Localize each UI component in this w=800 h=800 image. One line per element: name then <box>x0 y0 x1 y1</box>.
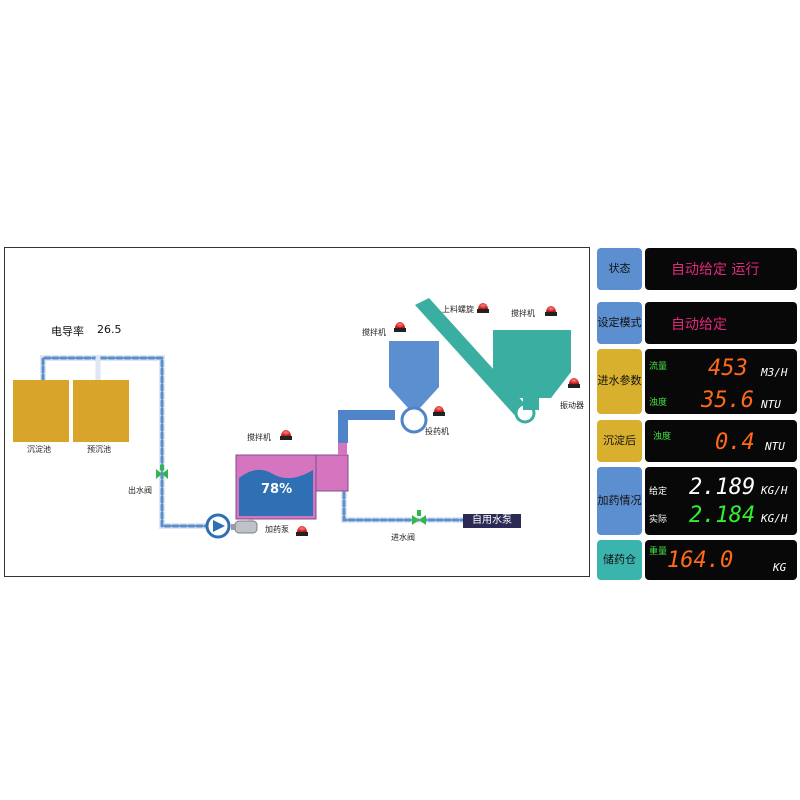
dosing-set-label: 给定 <box>649 487 668 497</box>
storage-weight-label: 重量 <box>649 547 668 557</box>
status-value: 自动给定 运行 <box>671 262 760 278</box>
presettle-tank-label: 预沉池 <box>87 445 111 454</box>
dosing-tag: 加药情况 <box>597 467 642 535</box>
inlet-turbidity-label: 浊度 <box>649 398 668 408</box>
inlet-params-tag: 进水参数 <box>597 349 642 414</box>
dosing-actual-label: 实际 <box>649 515 668 525</box>
alarm-lamp-dosing-pump <box>296 526 308 536</box>
dosing-display: 给定 2.189 KG/H 实际 2.184 KG/H <box>645 467 797 535</box>
mode-value: 自动给定 <box>671 317 727 333</box>
outlet-valve-icon[interactable] <box>156 465 168 479</box>
sediment-tank <box>13 380 69 442</box>
inlet-valve-icon[interactable] <box>412 510 426 525</box>
self-water-pump-button[interactable]: 自用水泵 <box>463 514 521 528</box>
inlet-flow-unit: M3/H <box>761 366 788 379</box>
process-diagram: 电导率 26.5 沉淀池 预沉池 出水阀 搅拌机 加药泵 投药机 搅拌机 上料螺… <box>4 247 590 577</box>
storage-tag: 储药仓 <box>597 540 642 580</box>
dosing-hopper <box>389 341 439 434</box>
alarm-lamp-feed-screw <box>477 303 489 313</box>
settled-turbidity-value: 0.4 <box>715 430 755 455</box>
dosing-actual-unit: KG/H <box>761 512 788 525</box>
pipe-network <box>40 355 466 529</box>
process-schematic <box>13 298 580 539</box>
inlet-valve-label: 进水阀 <box>391 533 415 542</box>
storage-weight-unit: KG <box>773 561 787 574</box>
settled-turbidity-unit: NTU <box>765 440 785 453</box>
dosing-actual-value: 2.184 <box>689 503 756 528</box>
tank-fill-percent: 78% <box>261 482 293 497</box>
dosing-set-value: 2.189 <box>689 475 756 500</box>
status-display: 自动给定 运行 <box>645 248 797 290</box>
conductivity-value: 26.5 <box>97 323 122 336</box>
settled-tag: 沉淀后 <box>597 420 642 462</box>
status-tag: 状态 <box>597 248 642 290</box>
mixing-tank <box>235 443 349 520</box>
settled-display: 浊度 0.4 NTU <box>645 420 797 462</box>
mode-tag: 设定模式 <box>597 302 642 344</box>
mixer-top-label: 搅拌机 <box>362 328 386 337</box>
storage-display: 重量 164.0 KG <box>645 540 797 580</box>
conductivity-label: 电导率 <box>51 325 84 338</box>
inlet-params-display: 流量 453 M3/H 浊度 35.6 NTU <box>645 349 797 414</box>
feed-screw-label: 上料螺旋 <box>442 305 474 314</box>
alarm-lamp-mixer-right <box>545 306 557 316</box>
inlet-turbidity-value: 35.6 <box>701 388 754 413</box>
dosing-set-unit: KG/H <box>761 484 788 497</box>
settled-turbidity-label: 浊度 <box>653 432 672 442</box>
alarm-lamp-vibrator <box>568 378 580 388</box>
storage-hopper <box>493 330 571 410</box>
dosing-pump-label: 加药泵 <box>265 525 289 534</box>
mixer-left-label: 搅拌机 <box>247 433 271 442</box>
inlet-flow-label: 流量 <box>649 362 668 372</box>
inlet-turbidity-unit: NTU <box>761 398 781 411</box>
dosing-pump-icon[interactable] <box>231 520 258 534</box>
mode-display: 自动给定 <box>645 302 797 344</box>
vibrator-label: 振动器 <box>560 401 584 410</box>
outlet-valve-label: 出水阀 <box>128 486 152 495</box>
dosing-machine-label: 投药机 <box>425 427 449 436</box>
inlet-flow-value: 453 <box>708 356 748 381</box>
storage-weight-value: 164.0 <box>667 548 734 573</box>
feed-duct <box>338 410 395 443</box>
sediment-tank-label: 沉淀池 <box>27 445 51 454</box>
alarm-lamp-mixer-top <box>394 322 406 332</box>
presettle-tank <box>73 380 129 442</box>
alarm-lamp-dosing-machine <box>433 406 445 416</box>
mixer-right-label: 搅拌机 <box>511 309 535 318</box>
circulation-pump-icon[interactable] <box>205 513 231 539</box>
alarm-lamp-mixer-left <box>280 430 292 440</box>
